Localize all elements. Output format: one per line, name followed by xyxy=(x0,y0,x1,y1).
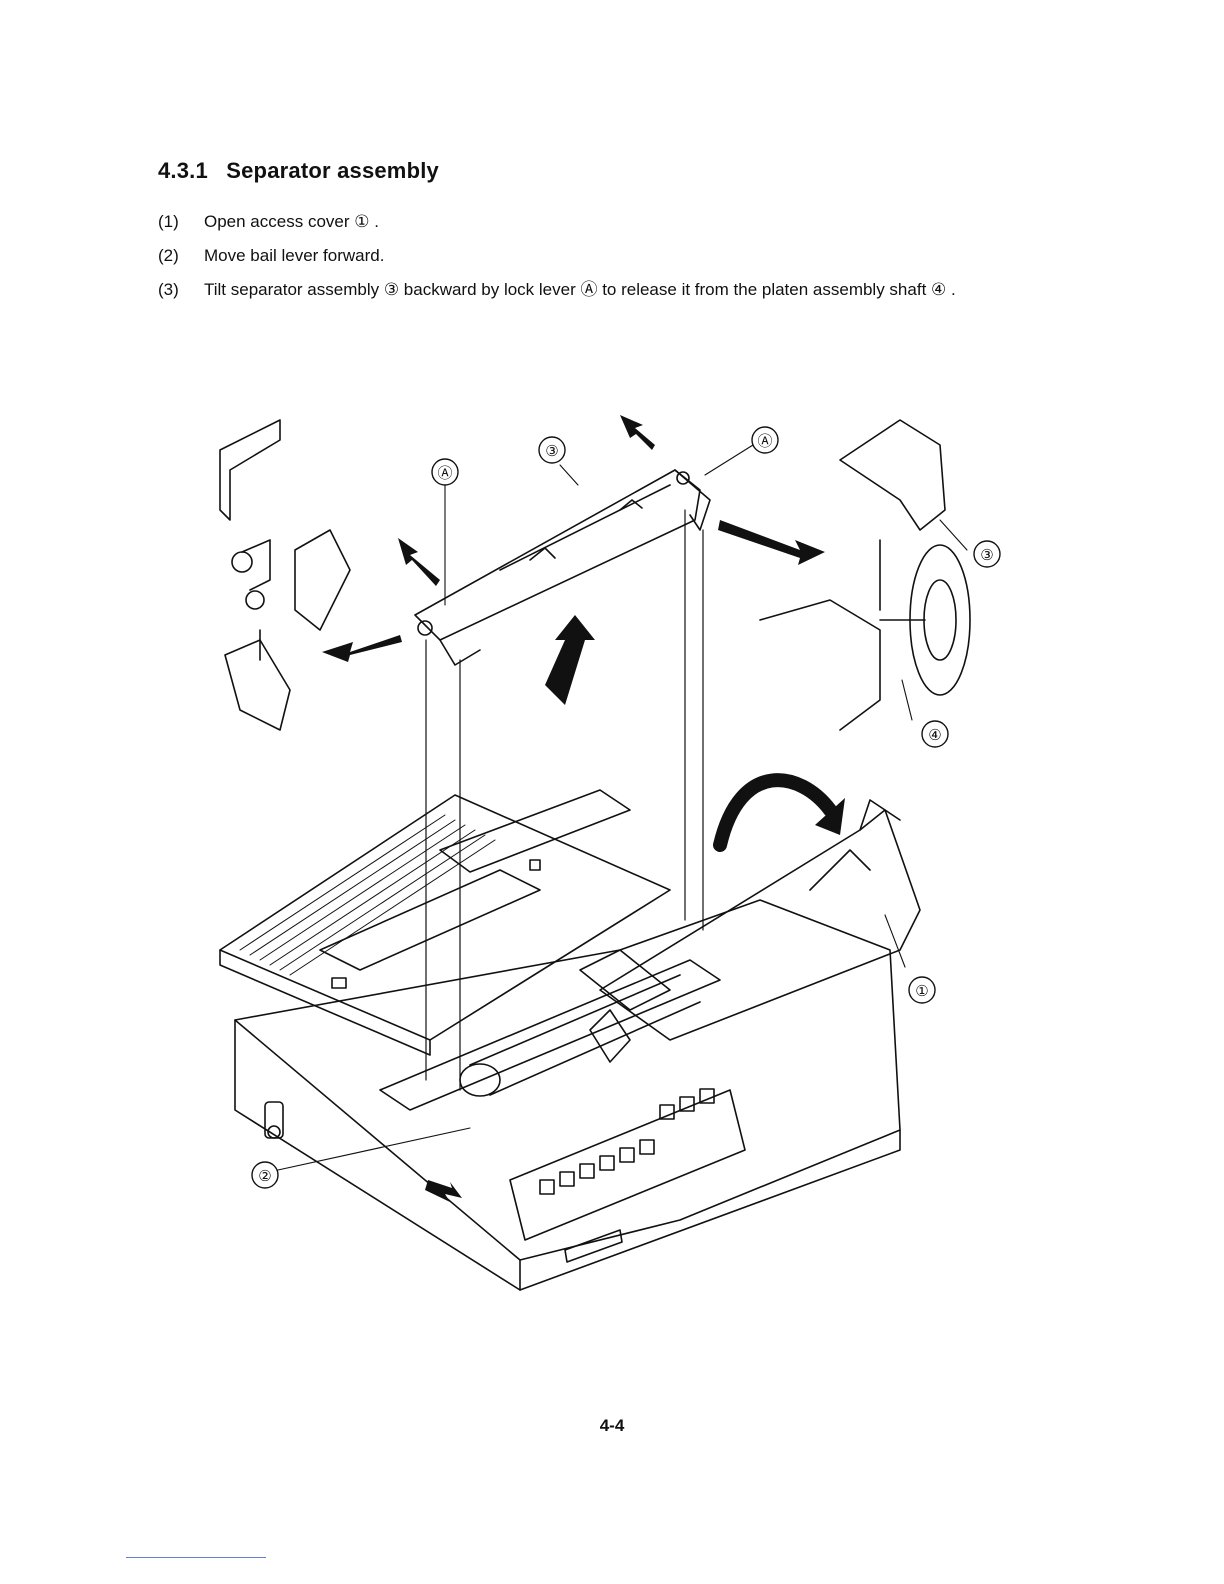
step-index: (1) xyxy=(158,210,204,234)
callout-label-1: ① xyxy=(915,982,928,1000)
procedure-steps: (1) Open access cover ① . (2) Move bail … xyxy=(158,210,1038,312)
step-item: (3) Tilt separator assembly ③ backward b… xyxy=(158,278,1038,302)
step-item: (1) Open access cover ① . xyxy=(158,210,1038,234)
step-text: Move bail lever forward. xyxy=(204,244,1038,268)
access-cover xyxy=(600,800,920,1040)
section-number: 4.3.1 xyxy=(158,158,208,183)
callout-label-3: ③ xyxy=(545,442,558,460)
callout-label-a: Ⓐ xyxy=(757,432,772,450)
printer-body xyxy=(235,900,900,1290)
right-detail xyxy=(760,420,970,730)
step-index: (2) xyxy=(158,244,204,268)
page-number: 4-4 xyxy=(0,1416,1224,1436)
step-item: (2) Move bail lever forward. xyxy=(158,244,1038,268)
callout-label-4: ④ xyxy=(928,726,941,744)
step-text: Tilt separator assembly ③ backward by lo… xyxy=(204,278,1038,302)
left-detail xyxy=(220,420,350,730)
callout-label-2: ② xyxy=(258,1167,271,1185)
footer-rule xyxy=(126,1557,266,1558)
step-text: Open access cover ① . xyxy=(204,210,1038,234)
section-heading: 4.3.1 Separator assembly xyxy=(158,158,439,184)
platen-area xyxy=(380,950,720,1110)
open-direction-arrow xyxy=(720,780,830,845)
callout-label-a: Ⓐ xyxy=(437,464,452,482)
separator-assembly-diagram: ③ Ⓐ Ⓐ ③ ④ ① ② xyxy=(200,390,1030,1310)
control-panel-buttons xyxy=(540,1089,714,1194)
step-index: (3) xyxy=(158,278,204,302)
tractor-feeder xyxy=(220,790,670,1055)
callout-label-3: ③ xyxy=(980,546,993,564)
section-title: Separator assembly xyxy=(226,158,439,183)
